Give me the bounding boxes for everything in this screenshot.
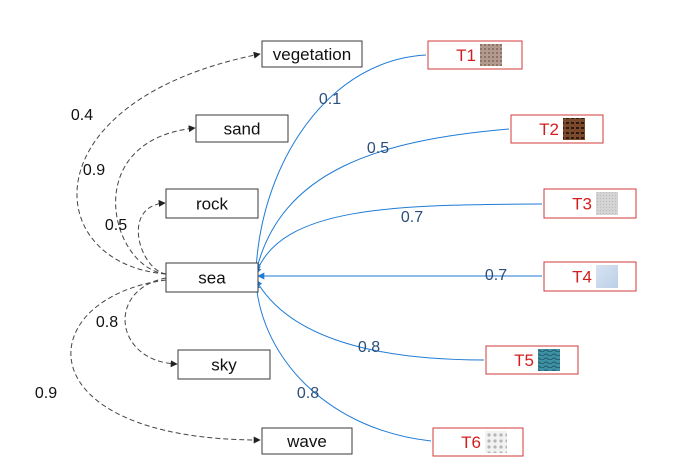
- texture-edge-T1: [252, 54, 427, 271]
- texture-label-T2: T2: [539, 120, 559, 139]
- texture-box-T4: [543, 261, 637, 292]
- semantic-weight-sand: 0.9: [83, 162, 105, 179]
- texture-node-T5: T5: [485, 345, 579, 375]
- texture-box-T1: [427, 40, 523, 70]
- texture-weight-T3: 0.7: [401, 209, 423, 226]
- texture-node-T4: T4: [543, 261, 637, 292]
- semantic-edge-rock: [137, 199, 167, 275]
- texture-edge-T2: [254, 128, 510, 273]
- semantic-weight-vegetation: 0.4: [71, 107, 93, 124]
- label-node-wave: wave: [261, 427, 353, 455]
- texture-thumbnail-T6: [485, 431, 507, 453]
- semantic-edge-vegetation: [76, 51, 261, 275]
- texture-node-T2: T2: [510, 114, 604, 144]
- texture-weight-T2: 0.5: [367, 140, 389, 157]
- label-text-sand: sand: [224, 120, 261, 139]
- semantic-weight-rock: 0.5: [105, 217, 127, 234]
- texture-node-T6: T6: [432, 427, 524, 457]
- label-node-rock: rock: [165, 188, 259, 219]
- label-node-sky: sky: [177, 349, 271, 380]
- texture-label-T4: T4: [572, 268, 592, 287]
- texture-edges: [252, 54, 543, 442]
- label-box-vegetation: [261, 40, 363, 68]
- label-nodes: vegetation sand rock sea sky wave: [165, 40, 363, 455]
- texture-weight-T4: 0.7: [485, 267, 507, 284]
- semantic-edge-sky: [124, 277, 178, 368]
- label-text-vegetation: vegetation: [273, 45, 351, 64]
- label-box-sky: [177, 349, 271, 380]
- texture-box-T5: [485, 345, 579, 375]
- texture-weight-T5: 0.8: [358, 339, 380, 356]
- semantic-edges: [70, 51, 261, 444]
- texture-thumbnail-T4: [596, 265, 618, 288]
- label-node-sea: sea: [165, 262, 259, 293]
- texture-box-T6: [432, 427, 524, 457]
- label-text-wave: wave: [286, 432, 327, 451]
- texture-thumbnail-T2: [563, 118, 585, 140]
- texture-thumbnail-T5: [538, 349, 560, 371]
- semantic-edge-wave: [70, 279, 261, 444]
- texture-weight-T6: 0.8: [297, 385, 319, 402]
- label-box-wave: [261, 427, 353, 455]
- texture-label-T1: T1: [456, 46, 476, 65]
- texture-edge-T5: [255, 279, 485, 361]
- label-text-sea: sea: [198, 269, 226, 288]
- label-text-rock: rock: [196, 195, 229, 214]
- label-box-rock: [165, 188, 259, 219]
- texture-label-T5: T5: [514, 351, 534, 370]
- semantic-weight-wave: 0.9: [35, 385, 57, 402]
- texture-label-T3: T3: [572, 195, 592, 214]
- texture-thumbnail-T1: [480, 44, 502, 66]
- texture-label-T6: T6: [461, 433, 481, 452]
- texture-weight-T1: 0.1: [319, 91, 341, 108]
- texture-box-T3: [543, 188, 637, 219]
- texture-box-T2: [510, 114, 604, 144]
- texture-edge-T6: [252, 281, 432, 442]
- texture-thumbnail-T3: [596, 192, 618, 215]
- semantic-weight-sky: 0.8: [96, 314, 118, 331]
- label-text-sky: sky: [211, 356, 237, 375]
- label-node-vegetation: vegetation: [261, 40, 363, 68]
- texture-node-T3: T3: [543, 188, 637, 219]
- label-box-sand: [195, 114, 289, 143]
- texture-node-T1: T1: [427, 40, 523, 70]
- label-box-sea: [165, 262, 259, 293]
- texture-edge-T3: [254, 203, 543, 275]
- edge-weights: 0.4 0.9 0.5 0.8 0.9 0.1 0.5 0.7 0.7 0.8 0.8: [35, 91, 507, 402]
- label-node-sand: sand: [195, 114, 289, 143]
